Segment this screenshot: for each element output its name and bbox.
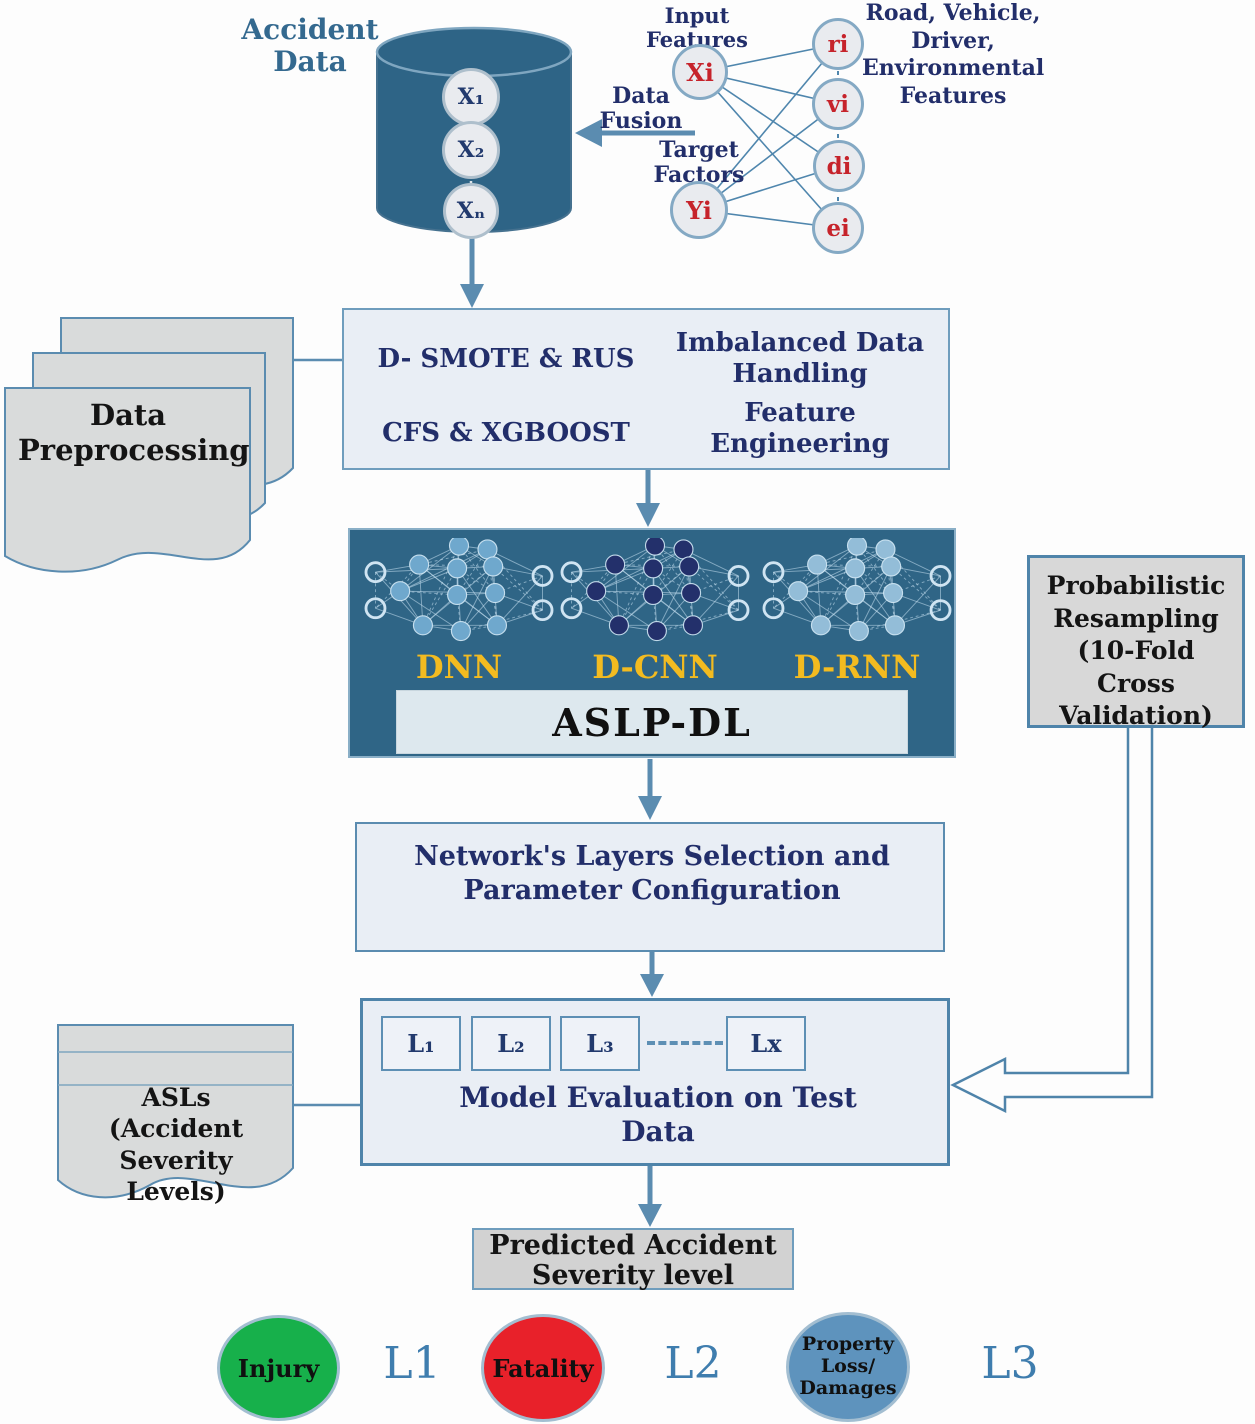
input-node-xi-label: Xi xyxy=(686,57,714,87)
evaluation-label: Model Evaluation on Test Data xyxy=(459,1081,857,1148)
cfs-label: CFS & XGBOOST xyxy=(382,418,630,448)
model-panel: DNN D-CNN D-RNN ASLP-DL xyxy=(348,528,956,758)
layer-box-l3-label: L₃ xyxy=(586,1029,614,1058)
resampling-box: Probabilistic Resampling (10-Fold Cross … xyxy=(1027,555,1245,730)
legend-code-l2: L2 xyxy=(664,1338,722,1389)
imbalanced-label: Imbalanced Data Handling xyxy=(675,328,925,390)
drnn-label: D-RNN xyxy=(793,648,921,686)
legend-label-property: Property Loss/ Damages xyxy=(799,1333,897,1399)
asls-label: ASLs (Accident Severity Levels) xyxy=(108,1083,244,1206)
cylinder-item-x1: X₁ xyxy=(442,68,500,126)
prediction-label: Predicted Accident Severity level xyxy=(489,1230,777,1291)
layer-box-l1-label: L₁ xyxy=(407,1029,435,1058)
legend-label-fatality: Fatality xyxy=(492,1353,594,1383)
legend-label-injury: Injury xyxy=(237,1353,320,1383)
cylinder-item-xn-label: Xₙ xyxy=(456,198,486,224)
preprocessing-label: Data Preprocessing xyxy=(18,398,250,467)
accident-data-label: Accident Data xyxy=(241,13,379,79)
layer-box-l2-label: L₂ xyxy=(497,1029,525,1058)
layer-ellipsis-dashes xyxy=(647,1041,723,1045)
feature-node-ri-label: ri xyxy=(827,30,849,58)
input-node-xi: Xi xyxy=(672,44,728,100)
drnn-network-icon xyxy=(762,535,952,650)
preprocessing-papers-icon xyxy=(4,317,294,573)
layer-box-l1: L₁ xyxy=(381,1016,461,1071)
smote-label: D- SMOTE & RUS xyxy=(377,344,635,374)
flow-arrows xyxy=(460,232,664,1227)
data-fusion-label: Data Fusion xyxy=(599,83,683,135)
dnn-label: DNN xyxy=(415,648,503,686)
feature-group-label: Road, Vehicle, Driver, Environmental Fea… xyxy=(862,0,1045,109)
dcnn-label: D-CNN xyxy=(592,648,718,686)
feature-node-di-label: di xyxy=(826,152,852,180)
aslp-dl-banner: ASLP-DL xyxy=(396,690,908,754)
resampling-label: Probabilistic Resampling (10-Fold Cross … xyxy=(1046,571,1226,730)
legend-code-l1: L1 xyxy=(383,1338,441,1389)
legend-ellipse-2: Fatality xyxy=(481,1314,605,1422)
dcnn-network-icon xyxy=(560,535,750,650)
legend-code-l3: L3 xyxy=(981,1338,1039,1389)
layer-box-lx: Lx xyxy=(726,1016,806,1071)
layer-box-l3: L₃ xyxy=(560,1016,640,1071)
config-label: Network's Layers Selection and Parameter… xyxy=(414,841,890,906)
cylinder-item-x2: X₂ xyxy=(442,121,500,179)
resampling-feedback-arrow xyxy=(950,728,1154,1114)
feature-node-vi: vi xyxy=(812,78,864,130)
target-node-yi-label: Yi xyxy=(686,195,712,225)
prediction-box: Predicted Accident Severity level xyxy=(472,1228,794,1290)
stage1-box: D- SMOTE & RUS CFS & XGBOOST Imbalanced … xyxy=(342,308,950,470)
feature-node-ei: ei xyxy=(812,202,864,254)
asls-paper-icon xyxy=(57,1024,294,1199)
legend-ellipse-1: Injury xyxy=(217,1315,340,1421)
dnn-network-icon xyxy=(364,535,554,650)
feature-node-vi-label: vi xyxy=(826,90,850,118)
layer-box-l2: L₂ xyxy=(471,1016,551,1071)
layer-box-lx-label: Lx xyxy=(750,1029,782,1058)
cylinder-item-x1-label: X₁ xyxy=(457,84,485,110)
legend-ellipse-3: Property Loss/ Damages xyxy=(786,1312,910,1422)
feature-node-di: di xyxy=(813,140,865,192)
evaluation-box: L₁ L₂ L₃ Lx Model Evaluation on Test Dat… xyxy=(360,998,950,1166)
feature-eng-label: Feature Engineering xyxy=(710,398,890,460)
feature-node-ri: ri xyxy=(812,18,864,70)
target-node-yi: Yi xyxy=(670,181,728,239)
data-fusion-arrow xyxy=(575,119,695,147)
config-box: Network's Layers Selection and Parameter… xyxy=(355,822,945,952)
feature-node-ei-label: ei xyxy=(826,214,850,242)
cylinder-item-x2-label: X₂ xyxy=(457,137,485,163)
cylinder-item-xn: Xₙ xyxy=(443,183,499,239)
